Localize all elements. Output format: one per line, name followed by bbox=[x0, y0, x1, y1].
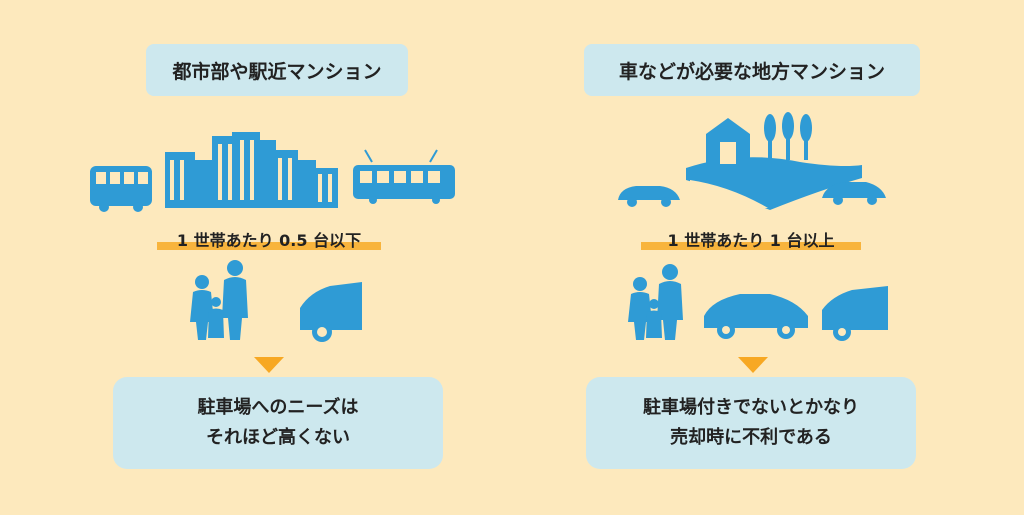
right-ratio-highlight bbox=[641, 242, 861, 250]
left-ratio-highlight bbox=[157, 242, 381, 250]
left-car-icon bbox=[300, 282, 362, 342]
farm-landscape-icon bbox=[686, 112, 862, 210]
right-ratio-text: 1 世帯あたり 1 台以上 bbox=[667, 231, 835, 250]
left-title-box: 都市部や駅近マンション bbox=[146, 44, 408, 96]
left-result-box: 駐車場へのニーズは それほど高くない bbox=[113, 377, 443, 469]
left-ratio-text: 1 世帯あたり 0.5 台以下 bbox=[176, 231, 362, 250]
tram-icon bbox=[353, 149, 455, 204]
left-result-line1: 駐車場へのニーズは bbox=[197, 397, 359, 418]
right-family-icon bbox=[628, 264, 683, 340]
right-title: 車などが必要な地方マンション bbox=[618, 60, 885, 83]
right-ratio: 1 世帯あたり 1 台以上 bbox=[641, 226, 861, 252]
right-result-line2: 売却時に不利である bbox=[670, 427, 832, 448]
city-buildings-icon bbox=[165, 132, 338, 208]
right-result-box: 駐車場付きでないとかなり 売却時に不利である bbox=[586, 377, 916, 469]
right-result-line1: 駐車場付きでないとかなり bbox=[643, 397, 859, 418]
right-down-arrow-icon bbox=[738, 357, 768, 373]
left-title: 都市部や駅近マンション bbox=[172, 60, 382, 83]
farm-car-left-icon bbox=[618, 186, 680, 207]
left-down-arrow-icon bbox=[254, 357, 284, 373]
right-title-box: 車などが必要な地方マンション bbox=[584, 44, 920, 96]
left-result-line2: それほど高くない bbox=[206, 427, 350, 448]
left-ratio: 1 世帯あたり 0.5 台以下 bbox=[157, 226, 381, 252]
right-car-2-icon bbox=[822, 286, 888, 341]
farm-car-right-icon bbox=[822, 182, 886, 205]
left-family-icon bbox=[190, 260, 248, 340]
right-car-1-icon bbox=[704, 294, 808, 339]
bus-icon bbox=[90, 166, 152, 212]
